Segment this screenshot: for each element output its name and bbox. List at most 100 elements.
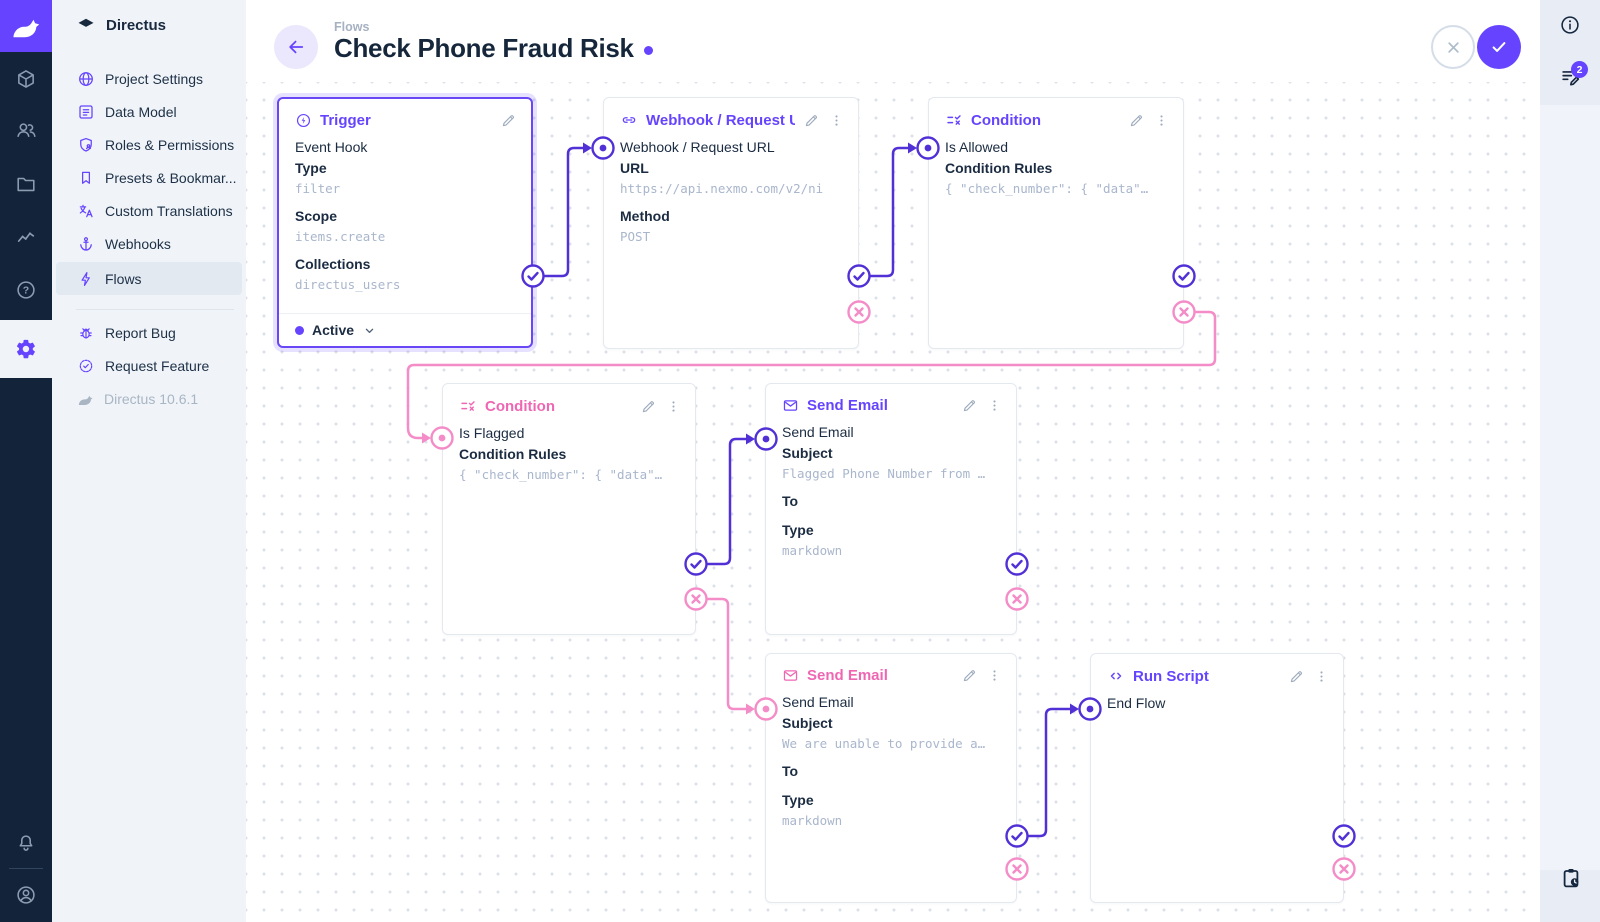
bolt-circle-icon xyxy=(295,112,312,129)
status-label: Active xyxy=(312,322,355,338)
sidebar-item-flows[interactable]: Flows xyxy=(56,262,242,295)
cancel-button[interactable] xyxy=(1431,25,1475,69)
check-icon xyxy=(1492,42,1506,52)
node-name: Send Email xyxy=(782,424,854,440)
info-icon[interactable] xyxy=(1559,14,1581,36)
more-options-icon[interactable] xyxy=(987,668,1002,683)
rabbit-icon xyxy=(77,392,94,406)
edit-icon[interactable] xyxy=(1128,112,1145,129)
rail-divider xyxy=(9,868,43,869)
rabbit-icon xyxy=(13,19,40,38)
mail-icon xyxy=(782,667,799,684)
back-button[interactable] xyxy=(274,25,318,69)
directus-logo[interactable] xyxy=(0,0,52,52)
module-rail: ? xyxy=(0,0,52,922)
flow-node-condition-is-allowed[interactable]: Condition Is Allowed Condition Rules{ "c… xyxy=(928,97,1184,349)
bolt-icon xyxy=(77,270,95,288)
award-icon xyxy=(77,357,95,375)
edit-icon[interactable] xyxy=(500,112,517,129)
sidebar-item-version: Directus 10.6.1 xyxy=(56,382,242,415)
node-title: Send Email xyxy=(807,667,888,684)
edit-icon[interactable] xyxy=(640,398,657,415)
node-title: Send Email xyxy=(807,397,888,414)
logs-clipboard-icon[interactable] xyxy=(1559,866,1583,890)
link-icon xyxy=(620,111,638,129)
translate-icon xyxy=(77,202,95,220)
flow-canvas-area: Flows Check Phone Fraud Risk Trigger Eve… xyxy=(246,0,1540,922)
module-settings-icon[interactable] xyxy=(0,320,52,378)
node-name: End Flow xyxy=(1107,695,1166,711)
edit-icon[interactable] xyxy=(961,397,978,414)
active-status-dot xyxy=(295,325,304,335)
shield-icon xyxy=(77,136,95,154)
sidebar-item-webhooks[interactable]: Webhooks xyxy=(56,227,242,260)
node-name: Is Allowed xyxy=(945,139,1009,155)
sidebar-item-report-bug[interactable]: Report Bug xyxy=(56,316,242,349)
bookmark-icon xyxy=(77,169,95,187)
close-icon xyxy=(1447,41,1459,53)
sidebar-item-custom-translations[interactable]: Custom Translations xyxy=(56,194,242,227)
unsaved-changes-dot xyxy=(643,46,653,55)
anchor-icon xyxy=(77,235,95,253)
project-name: Directus xyxy=(106,16,167,34)
revisions-notes-icon[interactable] xyxy=(1559,66,1581,88)
module-content-icon[interactable] xyxy=(0,57,52,101)
module-help-icon[interactable]: ? xyxy=(0,268,52,312)
edit-icon[interactable] xyxy=(961,667,978,684)
breadcrumb[interactable]: Flows xyxy=(334,20,370,34)
right-sidebar-bottom-segment xyxy=(1540,870,1600,922)
edit-icon[interactable] xyxy=(1288,668,1305,685)
module-insights-icon[interactable] xyxy=(0,215,52,259)
module-users-icon[interactable] xyxy=(0,108,52,152)
node-name: Webhook / Request URL xyxy=(620,139,775,155)
node-title: Condition xyxy=(485,397,555,415)
flow-node-run-script[interactable]: Run Script End Flow xyxy=(1090,653,1344,903)
save-button[interactable] xyxy=(1477,25,1521,69)
page-title: Check Phone Fraud Risk xyxy=(334,33,634,63)
node-title: Webhook / Request U xyxy=(646,111,795,129)
nav-sidebar: Directus Project Settings Data Model Rol… xyxy=(52,0,246,922)
more-options-icon[interactable] xyxy=(1154,113,1169,128)
project-logo-icon xyxy=(78,18,94,27)
globe-icon xyxy=(77,70,95,88)
code-icon xyxy=(1107,667,1125,685)
account-avatar-icon[interactable] xyxy=(0,873,52,917)
rule-icon xyxy=(945,111,963,129)
sidebar-item-data-model[interactable]: Data Model xyxy=(56,95,242,128)
more-options-icon[interactable] xyxy=(666,399,681,414)
sidebar-item-request-feature[interactable]: Request Feature xyxy=(56,349,242,382)
nav-divider xyxy=(76,309,234,310)
bug-icon xyxy=(77,324,95,342)
list-icon xyxy=(77,103,95,121)
flow-status-dropdown[interactable]: Active xyxy=(279,313,531,346)
right-sidebar: 2 xyxy=(1540,0,1600,922)
module-files-icon[interactable] xyxy=(0,162,52,206)
more-options-icon[interactable] xyxy=(829,113,844,128)
flow-node-condition-is-flagged[interactable]: Condition Is Flagged Condition Rules{ "c… xyxy=(442,383,696,635)
notes-count-badge: 2 xyxy=(1571,61,1588,78)
edit-icon[interactable] xyxy=(803,112,820,129)
node-title: Condition xyxy=(971,111,1041,129)
page-header: Flows Check Phone Fraud Risk xyxy=(246,0,1540,82)
node-name: Is Flagged xyxy=(459,425,525,441)
notifications-bell-icon[interactable] xyxy=(0,821,52,865)
node-name: Send Email xyxy=(782,694,854,710)
chevron-down-icon xyxy=(365,328,374,333)
svg-text:?: ? xyxy=(23,285,29,297)
sidebar-item-roles-permissions[interactable]: Roles & Permissions xyxy=(56,128,242,161)
more-options-icon[interactable] xyxy=(1314,669,1329,684)
mail-icon xyxy=(782,397,799,414)
flow-node-webhook[interactable]: Webhook / Request U Webhook / Request UR… xyxy=(603,97,859,349)
node-title: Run Script xyxy=(1133,667,1209,685)
arrow-left-icon xyxy=(289,40,304,54)
project-switcher[interactable]: Directus xyxy=(52,0,246,50)
more-options-icon[interactable] xyxy=(987,398,1002,413)
sidebar-item-project-settings[interactable]: Project Settings xyxy=(56,62,242,95)
sidebar-item-presets-bookmarks[interactable]: Presets & Bookmar... xyxy=(56,161,242,194)
node-name: Event Hook xyxy=(295,139,368,155)
rule-icon xyxy=(459,397,477,415)
node-title: Trigger xyxy=(320,112,371,129)
